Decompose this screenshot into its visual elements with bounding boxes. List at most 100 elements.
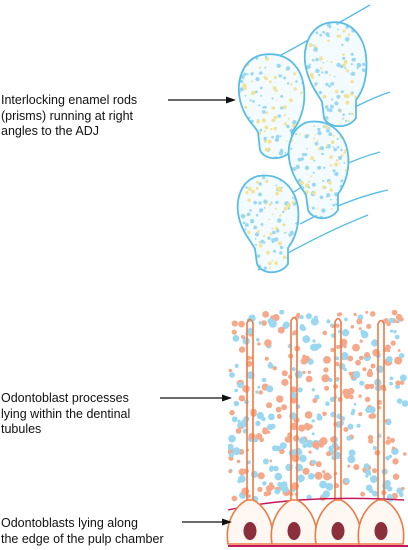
speckle bbox=[344, 37, 350, 42]
speckle bbox=[314, 134, 317, 136]
speckle bbox=[340, 148, 343, 152]
speckle bbox=[309, 117, 312, 120]
speckle bbox=[309, 72, 314, 77]
speckle bbox=[293, 87, 298, 91]
speckle bbox=[279, 214, 282, 217]
speckle bbox=[334, 171, 339, 177]
dentine-dot bbox=[299, 314, 304, 320]
speckle bbox=[289, 230, 294, 236]
dentine-dot bbox=[294, 370, 303, 379]
speckle bbox=[297, 273, 301, 277]
speckle bbox=[235, 142, 238, 145]
speckle bbox=[325, 32, 330, 37]
dentine-dot bbox=[299, 454, 307, 463]
dentine-dot bbox=[311, 388, 315, 392]
dentine-dot bbox=[228, 443, 234, 451]
speckle bbox=[237, 257, 241, 263]
speckle bbox=[234, 200, 237, 203]
dentine-dot bbox=[329, 396, 335, 402]
dentine-dot bbox=[389, 376, 394, 381]
speckle bbox=[342, 117, 345, 120]
odontoblast-process bbox=[246, 318, 254, 500]
label-odontoblasts: Odontoblasts lying along the edge of the… bbox=[1, 516, 164, 546]
dentine-dot bbox=[356, 423, 361, 428]
speckle bbox=[280, 94, 284, 98]
enamel-rod bbox=[233, 174, 301, 280]
speckle bbox=[276, 229, 280, 233]
dentine-dot bbox=[393, 330, 397, 334]
dentine-dot bbox=[358, 327, 362, 331]
speckle bbox=[295, 236, 299, 241]
speckle bbox=[344, 67, 347, 70]
dentine-dot bbox=[294, 447, 303, 456]
dentine-dot bbox=[363, 463, 370, 469]
speckle bbox=[241, 265, 245, 268]
dentine-dot bbox=[276, 413, 282, 419]
dentine-dot bbox=[363, 332, 368, 338]
dentine-dot bbox=[391, 310, 398, 316]
speckle bbox=[329, 188, 334, 192]
dentine-dot bbox=[262, 481, 267, 486]
dentine-dot bbox=[346, 435, 352, 441]
speckle bbox=[313, 100, 317, 105]
speckle bbox=[346, 181, 349, 185]
speckle bbox=[244, 105, 248, 109]
speckle bbox=[234, 259, 237, 262]
speckle bbox=[323, 19, 325, 21]
odontoblast-cells bbox=[226, 497, 408, 547]
speckle bbox=[314, 141, 319, 146]
speckle bbox=[334, 89, 339, 94]
dentine-dot bbox=[272, 366, 277, 371]
dentine-dot bbox=[261, 320, 267, 326]
enamel-rod-fill bbox=[237, 175, 299, 273]
speckle bbox=[326, 127, 329, 130]
dentine-dot bbox=[234, 363, 239, 368]
dentine-dot bbox=[368, 438, 374, 444]
speckle bbox=[286, 82, 290, 85]
speckle bbox=[283, 122, 288, 126]
speckle bbox=[250, 90, 255, 96]
speckle bbox=[355, 125, 361, 127]
dentine-dot bbox=[235, 428, 242, 434]
speckle bbox=[263, 75, 267, 79]
speckle bbox=[273, 115, 278, 120]
speckle bbox=[258, 50, 260, 52]
speckle bbox=[303, 208, 307, 212]
speckle bbox=[295, 133, 298, 136]
speckle bbox=[282, 255, 287, 259]
speckle bbox=[340, 90, 344, 94]
speckle bbox=[238, 135, 240, 140]
dentine-dot bbox=[274, 488, 281, 495]
speckle bbox=[260, 239, 265, 244]
speckle bbox=[334, 162, 339, 167]
dentine-dot bbox=[396, 398, 403, 404]
dentine-dot bbox=[401, 400, 408, 407]
speckle bbox=[313, 47, 318, 52]
speckle bbox=[296, 277, 299, 280]
enamel-rod-fill bbox=[304, 22, 367, 127]
speckle bbox=[304, 34, 306, 38]
speckle bbox=[247, 230, 251, 235]
speckle bbox=[237, 216, 238, 219]
speckle bbox=[314, 18, 316, 20]
dentine-dot bbox=[305, 375, 313, 383]
speckle bbox=[233, 248, 237, 252]
dentine-dot bbox=[298, 436, 307, 444]
dentine-dot bbox=[277, 326, 285, 334]
dentine-dot bbox=[315, 461, 322, 468]
speckle bbox=[319, 33, 323, 37]
speckle bbox=[355, 120, 360, 125]
dentine-dot bbox=[314, 471, 323, 480]
dentine-dot bbox=[242, 385, 250, 393]
speckle bbox=[268, 218, 271, 221]
dentine-dot bbox=[308, 424, 313, 429]
enamel-line bbox=[299, 189, 389, 225]
dentine-dot bbox=[305, 439, 314, 448]
dentine-dot bbox=[358, 355, 364, 361]
speckle bbox=[329, 74, 331, 76]
speckle bbox=[336, 137, 339, 141]
speckle bbox=[323, 166, 326, 169]
speckle bbox=[239, 87, 244, 92]
speckle bbox=[303, 71, 305, 74]
